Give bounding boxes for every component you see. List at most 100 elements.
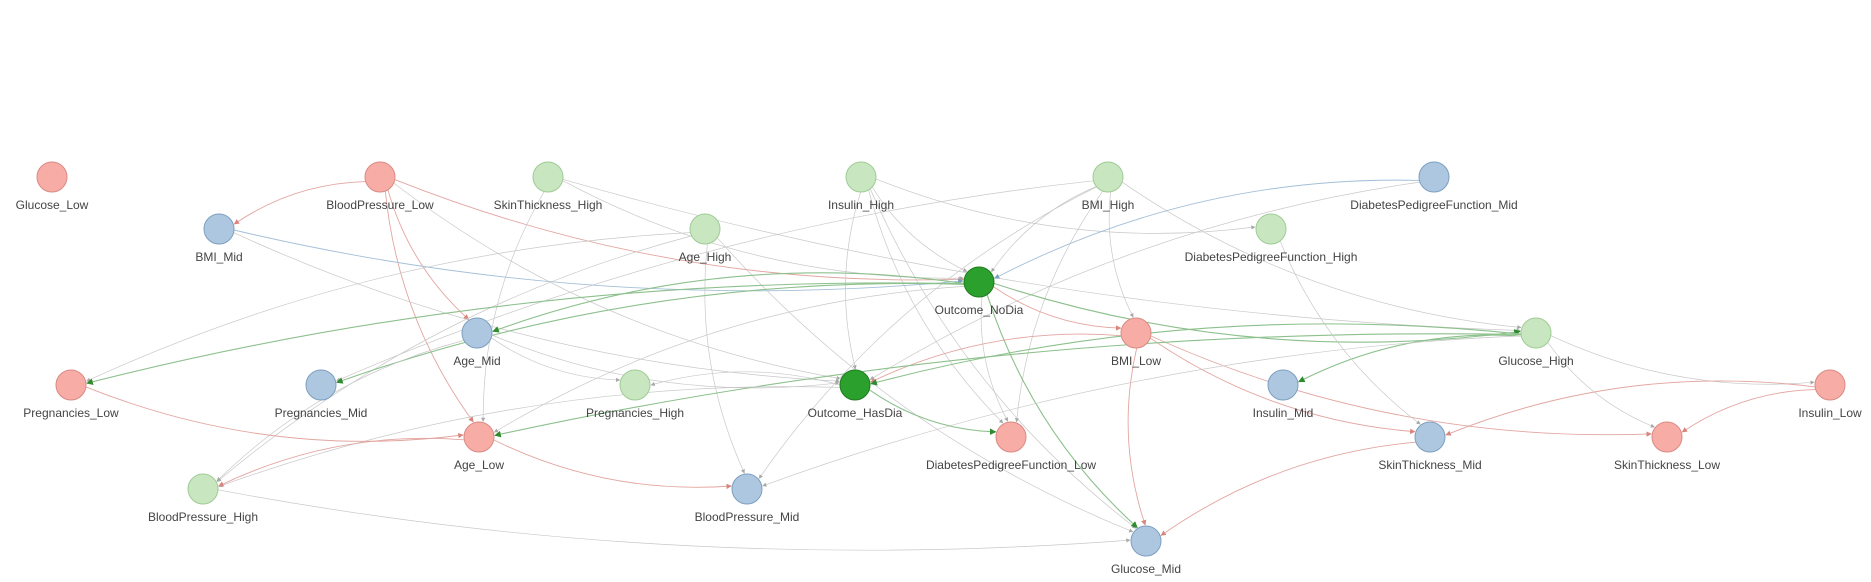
- node-circle[interactable]: [463, 421, 495, 453]
- graph-node-bmi-mid[interactable]: BMI_Mid: [195, 213, 243, 264]
- edge-Age_Low-to-BloodPressure_Mid: [493, 439, 732, 490]
- node-circle[interactable]: [845, 161, 877, 193]
- node-circle[interactable]: [1414, 421, 1446, 453]
- graph-node-skinthickness-high[interactable]: SkinThickness_High: [494, 161, 603, 212]
- graph-node-age-low[interactable]: Age_Low: [454, 421, 504, 472]
- node-circle[interactable]: [1255, 213, 1287, 245]
- graph-node-pregnancies-mid[interactable]: Pregnancies_Mid: [275, 369, 368, 420]
- node-circle[interactable]: [364, 161, 396, 193]
- edge-Outcome_NoDia-to-Age_Mid: [492, 272, 965, 333]
- node-circle[interactable]: [995, 421, 1027, 453]
- edge-BMI_Low-to-SkinThickness_Mid: [1149, 337, 1416, 435]
- node-circle[interactable]: [1520, 317, 1552, 349]
- graph-node-glucose-mid[interactable]: Glucose_Mid: [1111, 525, 1181, 576]
- node-circle[interactable]: [55, 369, 87, 401]
- graph-node-pregnancies-high[interactable]: Pregnancies_High: [586, 369, 684, 420]
- node-circle[interactable]: [1418, 161, 1450, 193]
- node-label: BMI_Mid: [195, 250, 242, 264]
- edge-Insulin_Low-to-SkinThickness_Low: [1681, 389, 1816, 433]
- edges-layer: [85, 178, 1816, 551]
- edge-BMI_High-to-DiabetesPedigreeFunction_Low: [1014, 190, 1104, 423]
- edge-Age_Low-to-BloodPressure_High: [218, 437, 465, 487]
- graph-node-bloodpressure-low[interactable]: BloodPressure_Low: [326, 161, 434, 212]
- edge-Outcome_NoDia-to-DiabetesPedigreeFunction_Low: [980, 296, 1009, 422]
- node-label: Pregnancies_Low: [23, 406, 119, 420]
- edge-DiabetesPedigreeFunction_Mid-to-Outcome_NoDia: [994, 179, 1420, 279]
- graph-node-insulin-high[interactable]: Insulin_High: [828, 161, 894, 212]
- node-circle[interactable]: [839, 369, 871, 401]
- graph-node-diabetespedigreefunction-low[interactable]: DiabetesPedigreeFunction_Low: [926, 421, 1096, 472]
- edge-BloodPressure_High-to-Glucose_Mid: [217, 489, 1131, 551]
- node-circle[interactable]: [963, 266, 995, 298]
- node-label: BMI_Low: [1111, 354, 1161, 368]
- node-circle[interactable]: [305, 369, 337, 401]
- edge-Age_High-to-Pregnancies_Low: [86, 232, 691, 382]
- node-circle[interactable]: [1267, 369, 1299, 401]
- node-label: DiabetesPedigreeFunction_High: [1185, 250, 1358, 264]
- edge-BMI_Low-to-Glucose_Mid: [1127, 347, 1147, 526]
- graph-node-insulin-low[interactable]: Insulin_Low: [1798, 369, 1862, 420]
- node-label: SkinThickness_High: [494, 198, 603, 212]
- node-circle[interactable]: [187, 473, 219, 505]
- graph-node-outcome-hasdia[interactable]: Outcome_HasDia: [808, 369, 903, 420]
- graph-node-glucose-low[interactable]: Glucose_Low: [16, 161, 89, 212]
- node-circle[interactable]: [1120, 317, 1152, 349]
- edge-SkinThickness_High-to-Outcome_NoDia: [562, 180, 964, 281]
- graph-node-diabetespedigreefunction-high[interactable]: DiabetesPedigreeFunction_High: [1185, 213, 1358, 264]
- edge-Outcome_HasDia-to-DiabetesPedigreeFunction_Low: [868, 389, 997, 436]
- edge-BMI_High-to-Glucose_High: [1121, 181, 1522, 330]
- graph-node-outcome-nodia[interactable]: Outcome_NoDia: [935, 266, 1024, 317]
- graph-node-bloodpressure-mid[interactable]: BloodPressure_Mid: [695, 473, 800, 524]
- edge-Outcome_HasDia-to-BloodPressure_High: [218, 386, 841, 488]
- edge-BMI_High-to-Outcome_NoDia: [991, 186, 1097, 273]
- graph-node-glucose-high[interactable]: Glucose_High: [1498, 317, 1574, 368]
- edge-Insulin_High-to-Outcome_HasDia: [845, 191, 861, 370]
- graph-node-bloodpressure-high[interactable]: BloodPressure_High: [148, 473, 258, 524]
- node-circle[interactable]: [1092, 161, 1124, 193]
- graph-node-skinthickness-mid[interactable]: SkinThickness_Mid: [1378, 421, 1482, 472]
- edge-Outcome_NoDia-to-Pregnancies_Mid: [336, 282, 965, 384]
- node-label: BMI_High: [1082, 198, 1135, 212]
- edge-BloodPressure_Low-to-Age_Mid: [387, 189, 470, 320]
- graph-node-age-mid[interactable]: Age_Mid: [453, 317, 501, 368]
- edge-Outcome_NoDia-to-Age_Low: [493, 286, 965, 433]
- edge-BloodPressure_Low-to-Outcome_HasDia: [393, 182, 841, 381]
- node-circle[interactable]: [36, 161, 68, 193]
- edge-Outcome_HasDia-to-Pregnancies_High: [650, 371, 841, 387]
- edge-Insulin_High-to-Outcome_NoDia: [871, 186, 968, 272]
- edge-Age_Mid-to-Pregnancies_High: [491, 337, 621, 382]
- graph-node-insulin-mid[interactable]: Insulin_Mid: [1253, 369, 1314, 420]
- edge-Insulin_High-to-DiabetesPedigreeFunction_High: [875, 178, 1256, 234]
- graph-node-pregnancies-low[interactable]: Pregnancies_Low: [23, 369, 119, 420]
- node-label: Pregnancies_Mid: [275, 406, 368, 420]
- edge-BMI_Low-to-Outcome_HasDia: [870, 333, 1122, 383]
- node-circle[interactable]: [1130, 525, 1162, 557]
- graph-node-skinthickness-low[interactable]: SkinThickness_Low: [1614, 421, 1720, 472]
- edge-DiabetesPedigreeFunction_High-to-SkinThickness_Mid: [1279, 240, 1421, 425]
- node-circle[interactable]: [203, 213, 235, 245]
- edge-Glucose_High-to-SkinThickness_Low: [1547, 342, 1655, 428]
- node-circle[interactable]: [532, 161, 564, 193]
- edge-Glucose_High-to-Insulin_Mid: [1298, 334, 1522, 383]
- edge-SkinThickness_Mid-to-Glucose_Mid: [1160, 441, 1416, 536]
- node-label: Insulin_High: [828, 198, 894, 212]
- edge-BMI_Low-to-SkinThickness_Low: [1150, 335, 1652, 437]
- edge-BMI_High-to-BloodPressure_Mid: [758, 186, 1097, 479]
- node-circle[interactable]: [461, 317, 493, 349]
- node-circle[interactable]: [1651, 421, 1683, 453]
- node-label: Insulin_Mid: [1253, 406, 1314, 420]
- edge-Glucose_High-to-BloodPressure_Mid: [762, 335, 1522, 487]
- edge-SkinThickness_High-to-Age_Low: [480, 191, 545, 422]
- node-label: Insulin_Low: [1798, 406, 1862, 420]
- graph-node-diabetespedigreefunction-mid[interactable]: DiabetesPedigreeFunction_Mid: [1350, 161, 1518, 212]
- node-circle[interactable]: [1814, 369, 1846, 401]
- node-circle[interactable]: [619, 369, 651, 401]
- graph-node-bmi-high[interactable]: BMI_High: [1082, 161, 1135, 212]
- graph-node-bmi-low[interactable]: BMI_Low: [1111, 317, 1161, 368]
- edge-Outcome_NoDia-to-BMI_Low: [993, 286, 1122, 331]
- node-circle[interactable]: [731, 473, 763, 505]
- node-circle[interactable]: [689, 213, 721, 245]
- edge-BloodPressure_Low-to-Age_Low: [384, 190, 474, 423]
- edge-BloodPressure_Low-to-BMI_Mid: [233, 181, 366, 225]
- graph-node-age-high[interactable]: Age_High: [679, 213, 732, 264]
